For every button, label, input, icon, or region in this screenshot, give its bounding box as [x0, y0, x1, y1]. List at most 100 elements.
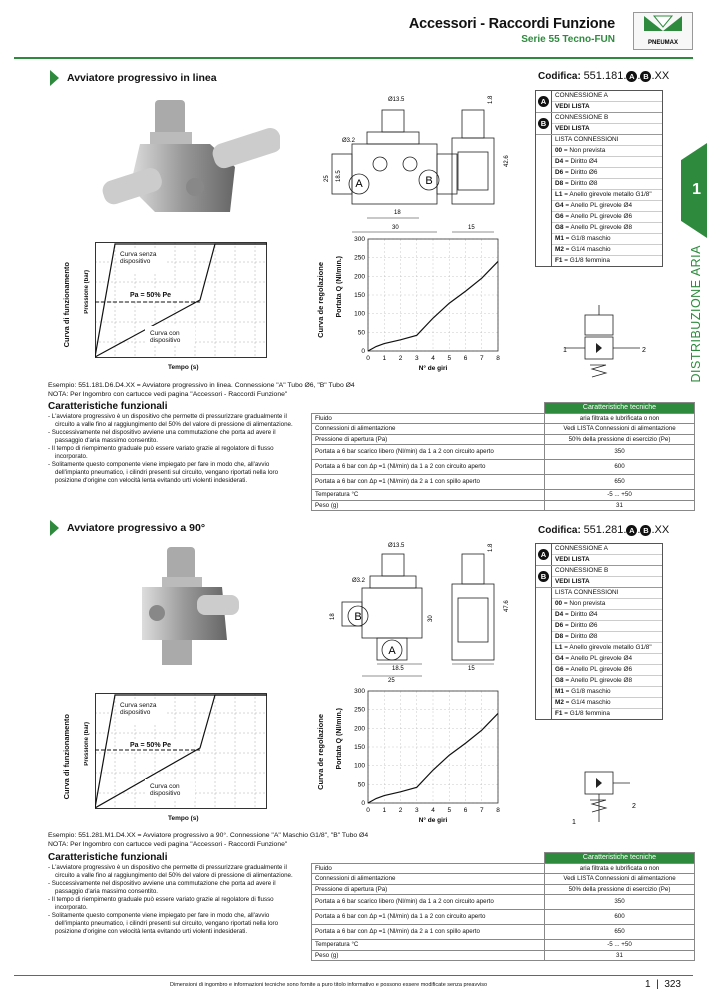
y-tick-label: 150 — [354, 292, 365, 299]
x-tick-label: 5 — [447, 807, 451, 814]
dim-label: 18 — [394, 210, 401, 216]
tech-key: Portata a 6 bar con Δp =1 (Nl/min) da 1 … — [311, 909, 545, 925]
tech-value: aria filtrata e lubrificata o non — [544, 412, 695, 424]
section-marker-icon — [50, 70, 59, 86]
chart-ylabel: Pressione (bar) — [84, 722, 90, 766]
dim-label: 47.6 — [504, 600, 510, 612]
port-1-label: 1 — [563, 347, 567, 354]
y-tick-label: 250 — [354, 707, 365, 714]
dim-label: Ø3.2 — [342, 138, 356, 144]
code-list-item: D4 = Diritto Ø4 — [552, 157, 662, 168]
code-list-item: M2 = G1/4 maschio — [552, 698, 662, 709]
feature-item: - Solitamente questo componente viene im… — [48, 461, 279, 484]
tech-table-header: Caratteristiche tecniche — [544, 402, 695, 414]
y-tick-label: 50 — [358, 329, 366, 336]
x-tick-label: 8 — [496, 807, 500, 814]
code-list-item: M2 = G1/4 maschio — [552, 245, 662, 256]
tech-key: Portata a 6 bar con Δp =1 (Nl/min) da 1 … — [311, 459, 545, 475]
example-text: Esempio: 551.181.D6.D4.XX = Avviatore pr… — [48, 382, 355, 389]
code-list-item: F1 = G1/8 femmina — [555, 710, 610, 717]
feature-item: - Solitamente questo componente viene im… — [48, 912, 279, 935]
code-list-item: D6 = Diritto Ø6 — [552, 168, 662, 179]
y-tick-label: 250 — [354, 255, 365, 262]
x-tick-label: 3 — [415, 807, 419, 814]
page-title: Accessori - Raccordi Funzione — [408, 16, 615, 32]
features-title: Caratteristiche funzionali — [48, 401, 168, 412]
port-b-label: B — [354, 611, 361, 623]
plot-frame — [367, 690, 499, 804]
x-tick-label: 1 — [382, 807, 386, 814]
curve-without-label: Curva senza dispositivo — [120, 251, 157, 265]
port-1-label: 1 — [572, 819, 576, 826]
code-list-item: G8 = Anello PL girevole Ø8 — [552, 223, 662, 234]
chapter-tab[interactable]: 1 — [681, 143, 707, 238]
tech-key: Fluido — [311, 862, 545, 874]
series-line — [367, 260, 499, 352]
features-title: Caratteristiche funzionali — [48, 852, 168, 863]
x-tick-label: 4 — [431, 355, 435, 362]
dim-label: 18 — [330, 613, 336, 620]
chart-xlabel: Tempo (s) — [168, 364, 199, 371]
port-a-label: A — [388, 645, 396, 657]
y-tick-label: 300 — [354, 688, 365, 695]
code-list-item: G8 = Anello PL girevole Ø8 — [552, 676, 662, 687]
tech-value: 31 — [544, 499, 695, 511]
dim-label: Ø13.5 — [388, 543, 405, 549]
tech-key: Portata a 6 bar scarico libero (Nl/min) … — [311, 894, 545, 910]
y-tick-label: 200 — [354, 273, 365, 280]
feature-item: - Successivamente nel dispositivo avvien… — [48, 880, 276, 895]
brand-logo: PNEUMAX — [633, 12, 693, 50]
port-a-label: A — [355, 178, 363, 190]
dim-label: 18.5 — [392, 666, 404, 672]
tech-value: -5 ... +50 — [544, 489, 695, 501]
tech-key: Portata a 6 bar con Δp =1 (Nl/min) da 2 … — [311, 474, 545, 490]
tech-key: Connessioni di alimentazione — [311, 423, 545, 435]
dim-label: 1.8 — [488, 95, 494, 104]
tech-value: 600 — [544, 909, 695, 925]
chart-outer-ylabel: Curva di funzionamento — [62, 262, 71, 348]
tech-key: Pressione di apertura (Pa) — [311, 433, 545, 445]
chart-xlabel: Tempo (s) — [168, 815, 199, 822]
pa-label: Pa = 50% Pe — [130, 742, 172, 749]
y-tick-label: 0 — [361, 800, 365, 807]
x-tick-label: 0 — [366, 807, 370, 814]
tech-value: Vedi LISTA Connessioni di alimentazione — [544, 423, 695, 435]
port-2-label: 2 — [632, 803, 636, 810]
code-list-item: 00 = Non prevista — [552, 146, 662, 157]
x-tick-label: 3 — [415, 355, 419, 362]
x-tick-label: 5 — [447, 355, 451, 362]
tech-key: Temperatura °C — [311, 939, 545, 951]
tech-table-row: Peso (g)31 — [311, 949, 695, 961]
nota-text: NOTA: Per Ingombro con cartucce vedi pag… — [48, 391, 288, 398]
dim-label: 15 — [468, 666, 475, 672]
tech-key: Portata a 6 bar con Δp =1 (Nl/min) da 2 … — [311, 924, 545, 940]
dim-label: Ø3.2 — [352, 578, 366, 584]
feature-item: - Successivamente nel dispositivo avvien… — [48, 429, 276, 444]
dim-label: 25 — [388, 678, 395, 684]
tech-table-row: Temperatura °C-5 ... +50 — [311, 939, 695, 951]
code-list-item: F1 = G1/8 femmina — [555, 257, 610, 264]
code-list-item: L1 = Anello girevole metallo G1/8" — [552, 643, 662, 654]
tech-key: Connessioni di alimentazione — [311, 873, 545, 885]
tech-value: 650 — [544, 924, 695, 940]
tech-key: Temperatura °C — [311, 489, 545, 501]
tech-table-row: Pressione di apertura (Pa)50% della pres… — [311, 433, 695, 445]
tech-table-row: Portata a 6 bar con Δp =1 (Nl/min) da 2 … — [311, 924, 695, 940]
x-tick-label: 0 — [366, 355, 370, 362]
page-subtitle: Serie 55 Tecno-FUN — [521, 34, 615, 45]
x-axis-label: N° de giri — [419, 816, 448, 824]
section-title: Avviatore progressivo in linea — [50, 70, 217, 86]
pneumatic-symbol: 1 2 — [563, 305, 646, 378]
code-list-item: G4 = Anello PL girevole Ø4 — [552, 654, 662, 665]
code-list-item: G6 = Anello PL girevole Ø6 — [552, 212, 662, 223]
curve-with-label: Curva con dispositivo — [150, 783, 181, 797]
tech-table-row: Peso (g)31 — [311, 499, 695, 511]
dim-label: 25 — [324, 175, 330, 182]
chart-ylabel: Pressione (bar) — [84, 270, 90, 314]
y-tick-label: 100 — [354, 311, 365, 318]
